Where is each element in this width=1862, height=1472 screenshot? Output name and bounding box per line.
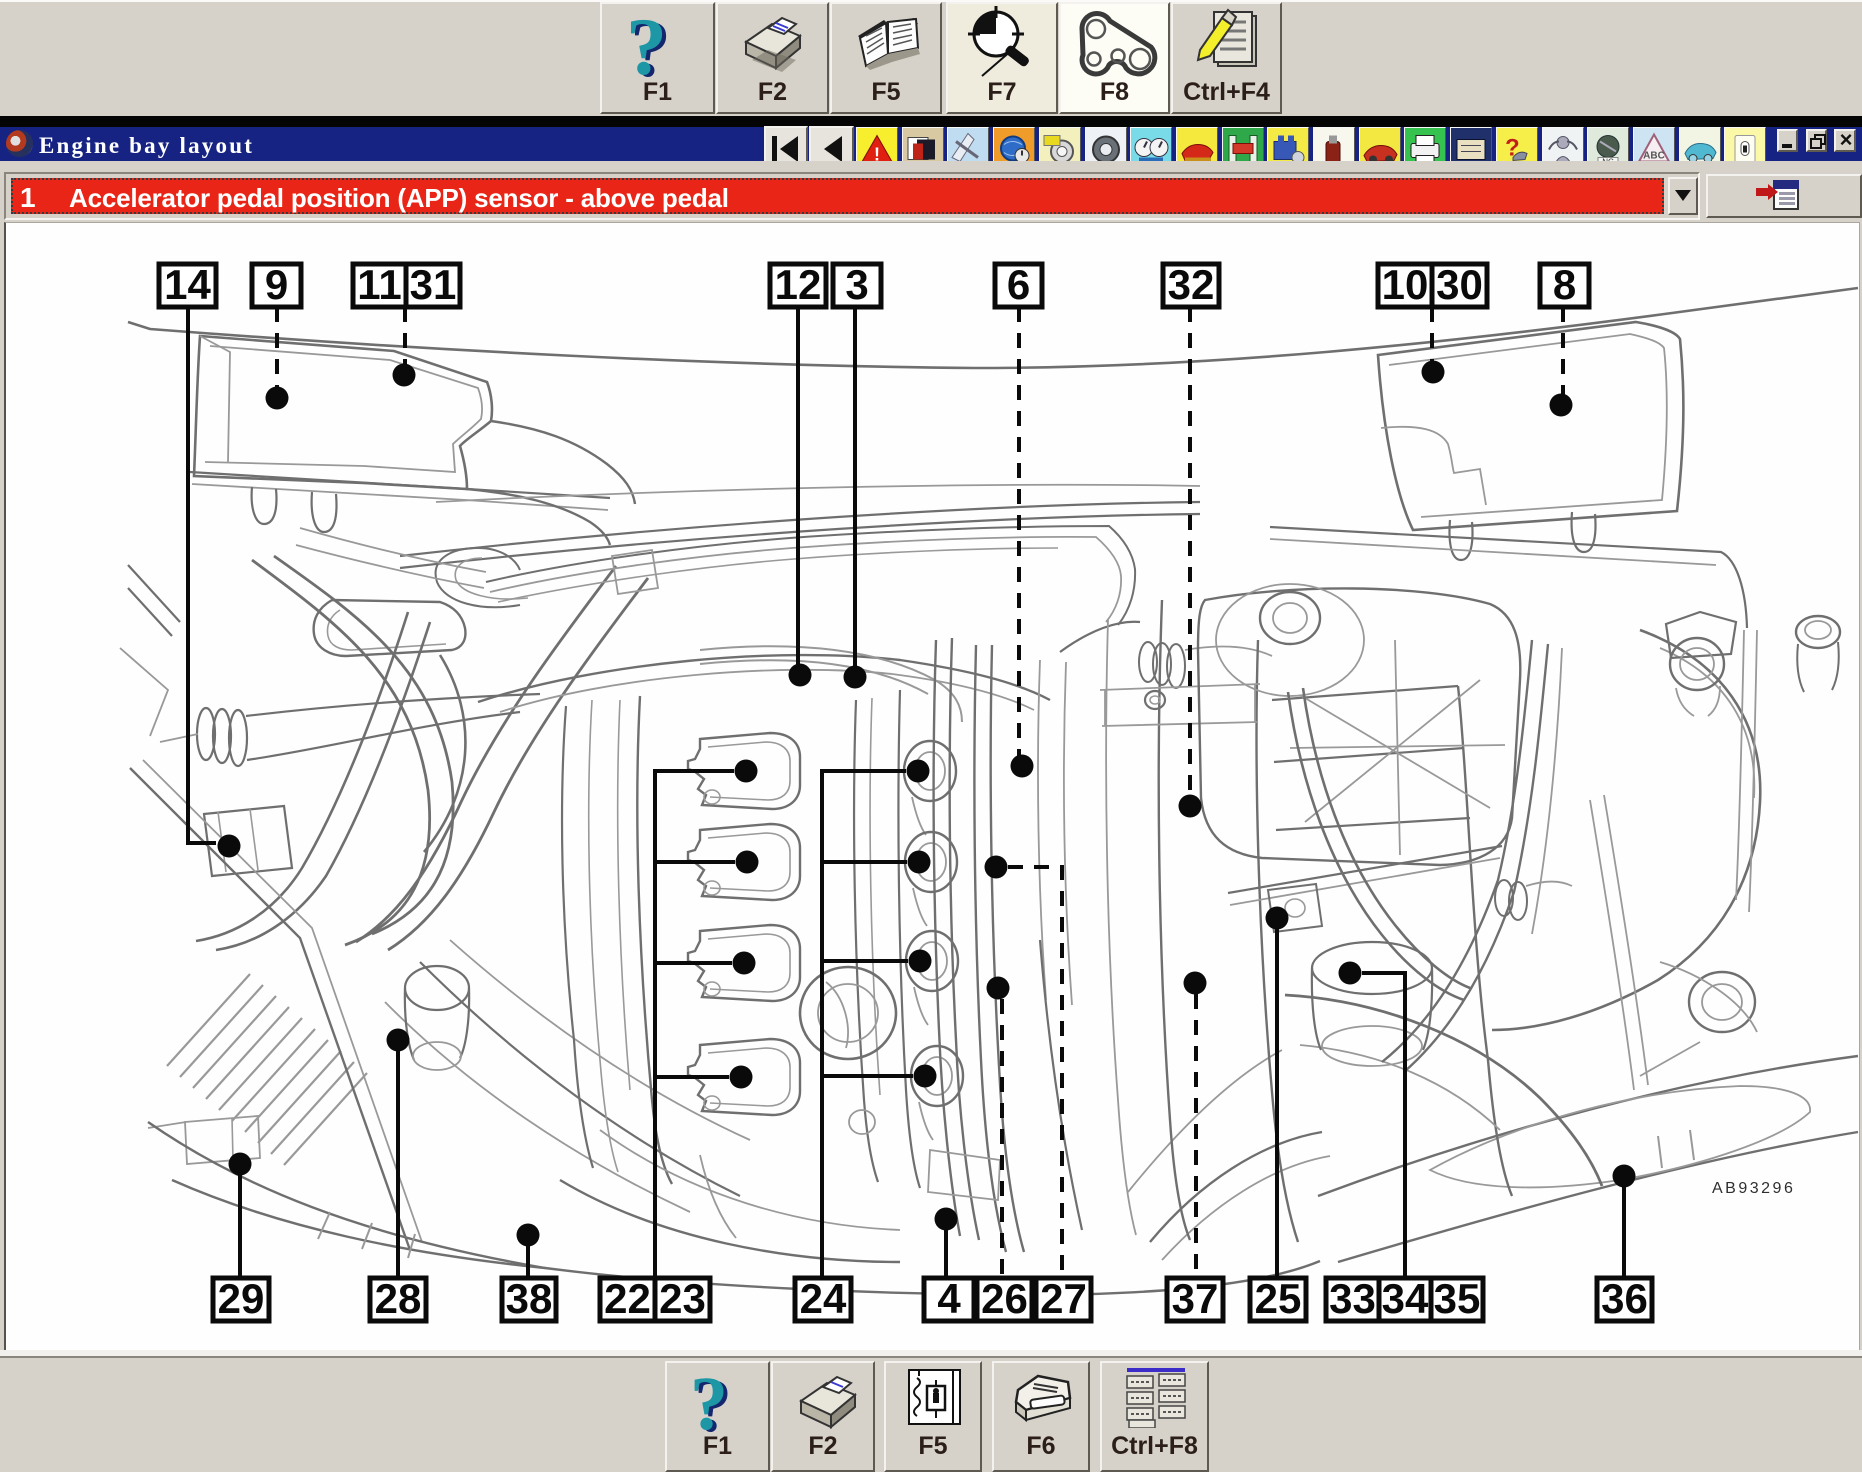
svg-text:29: 29 bbox=[218, 1275, 265, 1322]
svg-text:35: 35 bbox=[1434, 1275, 1481, 1322]
svg-text:38: 38 bbox=[506, 1275, 553, 1322]
svg-text:26: 26 bbox=[981, 1275, 1028, 1322]
svg-text:33: 33 bbox=[1329, 1275, 1376, 1322]
svg-text:22: 22 bbox=[604, 1275, 651, 1322]
svg-text:10: 10 bbox=[1382, 261, 1429, 308]
svg-text:31: 31 bbox=[410, 261, 457, 308]
svg-text:!: ! bbox=[874, 145, 880, 165]
svg-text:3: 3 bbox=[845, 261, 868, 308]
svg-text:32: 32 bbox=[1168, 261, 1215, 308]
svg-text:28: 28 bbox=[375, 1275, 422, 1322]
svg-text:AB93296: AB93296 bbox=[1712, 1180, 1795, 1197]
svg-text:34: 34 bbox=[1382, 1275, 1429, 1322]
svg-text:14: 14 bbox=[164, 261, 211, 308]
svg-text:4: 4 bbox=[937, 1275, 961, 1322]
svg-text:12: 12 bbox=[775, 261, 822, 308]
svg-text:27: 27 bbox=[1040, 1275, 1087, 1322]
svg-text:ABC: ABC bbox=[1643, 151, 1665, 162]
svg-text:24: 24 bbox=[800, 1275, 847, 1322]
svg-text:8: 8 bbox=[1553, 261, 1576, 308]
svg-text:30: 30 bbox=[1436, 261, 1483, 308]
svg-text:6: 6 bbox=[1007, 261, 1030, 308]
svg-text:37: 37 bbox=[1172, 1275, 1219, 1322]
svg-text:23: 23 bbox=[659, 1275, 706, 1322]
svg-text:11: 11 bbox=[357, 261, 401, 308]
svg-text:9: 9 bbox=[265, 261, 288, 308]
svg-text:25: 25 bbox=[1255, 1275, 1302, 1322]
svg-text:36: 36 bbox=[1601, 1275, 1648, 1322]
